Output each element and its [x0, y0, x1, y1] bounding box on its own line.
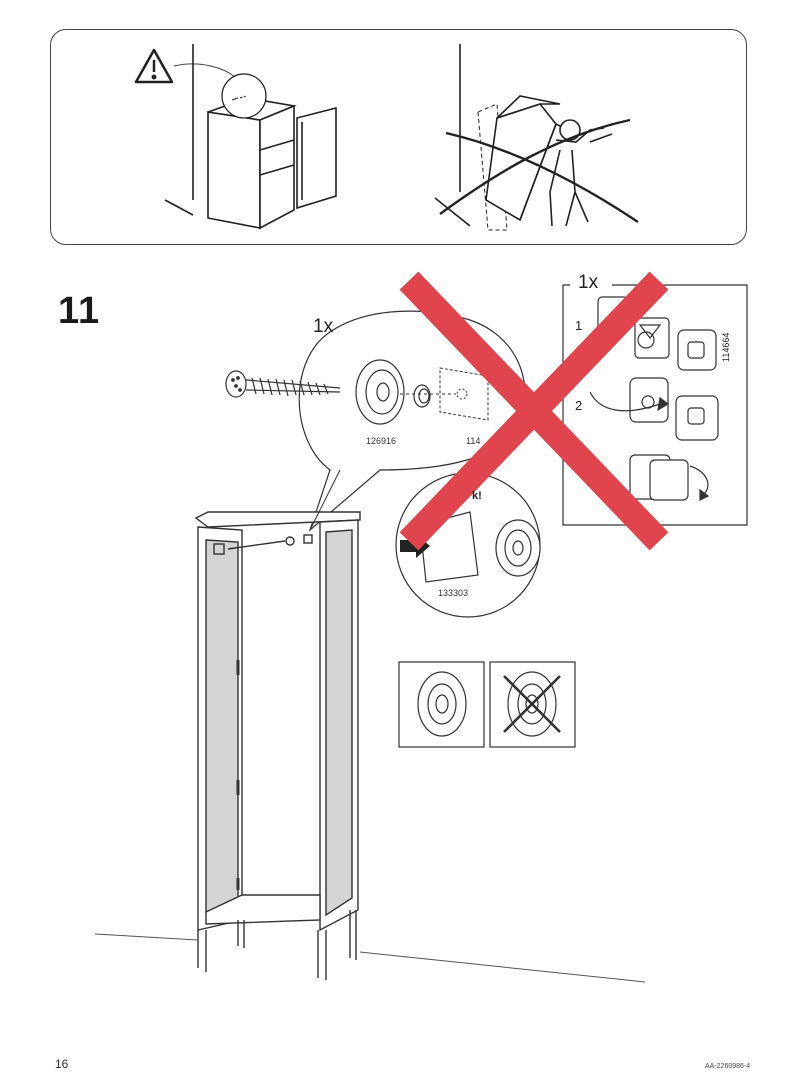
screw-icon [225, 370, 341, 398]
quantity-label: 1x [313, 316, 334, 337]
part-number-zoom: 133303 [438, 588, 469, 598]
part-number-washer: 126916 [366, 436, 397, 446]
wall-plug-plate-icon [400, 367, 489, 421]
spacer-ring-icon [413, 384, 431, 408]
detail-box [562, 284, 748, 526]
floor-lines [94, 933, 646, 983]
cabinet-illustration [194, 469, 361, 980]
warning-panel [50, 29, 747, 245]
zoom-note: k! [472, 490, 482, 502]
prohibited-cross-icon [399, 271, 669, 551]
callout-pointer [173, 63, 237, 79]
detail-step-1: 1 [575, 318, 583, 333]
part-number-plug: 114 [466, 436, 481, 446]
detail-part-number: 114664 [721, 332, 731, 362]
detail-quantity-label: 1x [578, 272, 599, 293]
cabinet-on-wall-illustration [164, 44, 337, 230]
page-number: 16 [55, 1057, 69, 1071]
detail-step-2: 2 [575, 398, 583, 413]
document-code: AA-2260986-4 [705, 1063, 751, 1070]
step-number: 11 [58, 290, 101, 332]
washer-part-icon [355, 359, 405, 425]
washer-comparison [398, 661, 576, 748]
tipping-cabinet-illustration [434, 44, 639, 231]
warning-icon [134, 48, 174, 84]
